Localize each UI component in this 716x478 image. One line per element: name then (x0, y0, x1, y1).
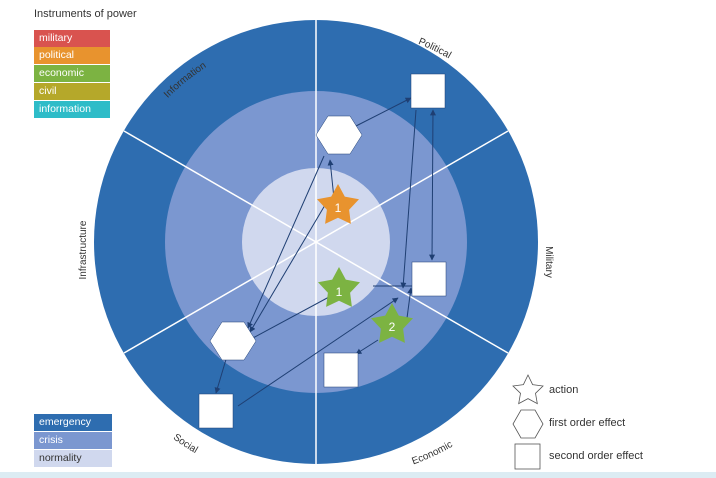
key-first-order-hexagon-icon (512, 409, 544, 439)
second-order-effect-economic (323, 352, 359, 388)
instruments-legend-title: Instruments of power (34, 8, 137, 20)
legend-item-civil: civil (34, 83, 110, 100)
key-action-label: action (549, 384, 579, 396)
star-economic-2-number: 2 (389, 320, 396, 334)
bottom-strip (0, 472, 716, 478)
action-star-political (317, 184, 359, 224)
first-order-effect-information (315, 115, 363, 155)
key-first-order-label: first order effect (549, 417, 626, 429)
sector-label-infrastructure: Infrastructure (78, 220, 89, 279)
action-star-economic-1 (318, 267, 360, 307)
key-second-order-square-icon (514, 443, 541, 470)
sector-label-military: Military (543, 246, 554, 278)
legend-item-political: political (34, 47, 110, 64)
legend-item-economic: economic (34, 65, 110, 82)
zone-legend-emergency: emergency (34, 414, 112, 431)
zone-legend-normality: normality (34, 450, 112, 467)
second-order-effect-military (411, 261, 447, 297)
key-second-order-label: second order effect (549, 450, 643, 462)
legend-item-information: information (34, 101, 110, 118)
second-order-effect-social (198, 393, 234, 429)
legend-item-military: military (34, 30, 110, 47)
sector-dividers (123, 20, 509, 464)
zone-legend-crisis: crisis (34, 432, 112, 449)
star-political-number: 1 (335, 201, 342, 215)
star-economic-1-number: 1 (336, 285, 343, 299)
sector-label-economic: Economic (411, 439, 455, 467)
key-action-star-icon (512, 374, 544, 405)
second-order-effect-political (410, 73, 446, 109)
action-star-economic-2 (371, 303, 413, 343)
effect-arrows (214, 97, 436, 407)
sector-label-social: Social (171, 432, 200, 456)
first-order-effect-social (209, 321, 257, 361)
